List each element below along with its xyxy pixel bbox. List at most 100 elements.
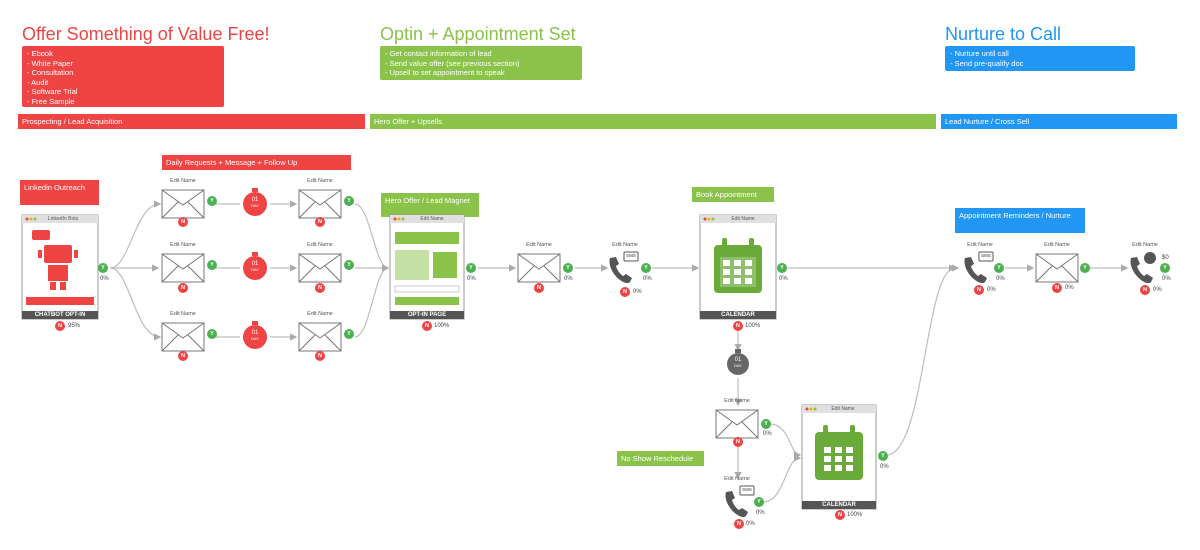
node-label: Edit Name — [307, 311, 333, 317]
edge — [109, 267, 162, 341]
no-badge — [315, 217, 325, 227]
timer-unit: DAY — [251, 267, 259, 272]
sms-bubble-icon — [739, 485, 755, 496]
timer-unit: DAY — [251, 203, 259, 208]
optin-pct: 100% — [434, 323, 450, 329]
badge-letter: Y — [997, 265, 1001, 271]
section-title-optin: Optin + Appointment Set — [380, 24, 576, 44]
badge-letter: N — [1055, 285, 1059, 291]
optin-note-line: - Get contact information of lead — [385, 49, 492, 58]
node-label: Edit Name — [1044, 242, 1070, 248]
window-dot — [401, 217, 405, 221]
window-dot — [393, 217, 397, 221]
timer-icon — [727, 349, 749, 375]
node-label: Edit Name — [307, 178, 333, 184]
optin-button-shape — [26, 297, 94, 305]
phase-bar-hero: Hero Offer + Upsells — [370, 114, 936, 129]
timer-unit: DAY — [251, 336, 259, 341]
no-badge — [178, 283, 188, 293]
window-dot — [805, 407, 809, 411]
phase-bar-prospecting: Prospecting / Lead Acquisition — [18, 114, 365, 129]
optin-header: Edit Name — [420, 216, 444, 222]
email-icon — [161, 189, 205, 219]
window-dot — [703, 217, 707, 221]
no-badge — [178, 217, 188, 227]
conversion-pct: 0% — [996, 276, 1005, 282]
badge-letter: Y — [469, 265, 473, 271]
timer-number: 01 — [251, 197, 259, 203]
tag-appointment-reminders: Appointment Reminders / Nurture — [955, 208, 1085, 233]
offer-note-line: - Consultation — [27, 68, 74, 77]
badge-letter: N — [977, 287, 981, 293]
flow-edges — [109, 200, 1129, 503]
no-badge — [1052, 283, 1062, 293]
email-icon — [298, 189, 342, 219]
node-label: Edit Name — [526, 242, 552, 248]
no-badge — [734, 519, 744, 529]
cart-icon — [1144, 252, 1156, 264]
node-label: Edit Name — [170, 311, 196, 317]
timer-number: 01 — [251, 261, 259, 267]
window-dot — [711, 217, 715, 221]
yes-badge — [1160, 263, 1170, 273]
yes-badge — [563, 263, 573, 273]
offer-note-line: - Free Sample — [27, 96, 75, 106]
yes-badge — [994, 263, 1004, 273]
offer-note-line: - Audit — [27, 77, 49, 87]
chatbot-caption: CHATBOT OPT-IN — [34, 312, 86, 318]
section-title-nurture: Nurture to Call — [945, 24, 1062, 44]
optin-note-line: - Send value offer (see previous section… — [385, 58, 520, 68]
sms-bubble-icon — [623, 251, 639, 262]
node-label: Edit Name — [612, 242, 638, 248]
conversion-pct: 0% — [467, 276, 476, 282]
email-icon — [517, 253, 561, 283]
tag-daily-requests: Daily Requests + Message + Follow Up — [162, 155, 351, 170]
no-badge — [422, 321, 432, 331]
calendar-page-1[interactable] — [699, 214, 777, 320]
calendar-page-2[interactable] — [801, 404, 877, 510]
chatbot-optin-page[interactable] — [21, 214, 99, 320]
conversion-pct: 0% — [756, 510, 765, 516]
node-label: Edit Name — [967, 242, 993, 248]
yes-badge — [761, 419, 771, 429]
calendar-icon — [714, 238, 762, 293]
timer-unit: DAY — [734, 363, 742, 368]
badge-letter: N — [58, 323, 62, 329]
badge-letter: N — [737, 521, 741, 527]
badge-letter: Y — [210, 331, 214, 337]
yes-badge — [1080, 263, 1090, 273]
sms-bubble-icon — [978, 251, 994, 262]
window-dot — [809, 407, 813, 411]
badge-letter: Y — [210, 262, 214, 268]
badge-letter: N — [181, 219, 185, 225]
badge-letter: Y — [1083, 265, 1087, 271]
optin-caption: OPT-IN PAGE — [407, 312, 447, 318]
calendar2-pct: 100% — [847, 512, 863, 518]
edge — [887, 264, 957, 456]
conversion-pct: 0% — [100, 276, 109, 282]
timer-icon — [243, 252, 267, 280]
no-badge — [620, 287, 630, 297]
sms-label: SMS — [626, 253, 636, 258]
yes-badge — [754, 497, 764, 507]
conversion-pct: 0% — [987, 287, 996, 293]
window-dot — [33, 217, 37, 221]
no-badge — [178, 351, 188, 361]
badge-letter: N — [623, 289, 627, 295]
timer-number: 01 — [734, 357, 742, 363]
calendar2-caption: CALENDAR — [822, 502, 856, 508]
chatbot-pct: 95% — [68, 323, 81, 329]
no-badge — [315, 351, 325, 361]
badge-letter: N — [736, 439, 740, 445]
conversion-pct: 0% — [1065, 285, 1074, 291]
optin-page[interactable] — [389, 214, 465, 320]
conversion-pct: 0% — [779, 276, 788, 282]
badge-letter: N — [318, 353, 322, 359]
badge-letter: Y — [780, 265, 784, 271]
badge-letter: N — [318, 219, 322, 225]
node-label: Edit Name — [307, 242, 333, 248]
yes-badge — [207, 260, 217, 270]
node-label: Edit Name — [724, 398, 750, 404]
yes-badge — [207, 196, 217, 206]
